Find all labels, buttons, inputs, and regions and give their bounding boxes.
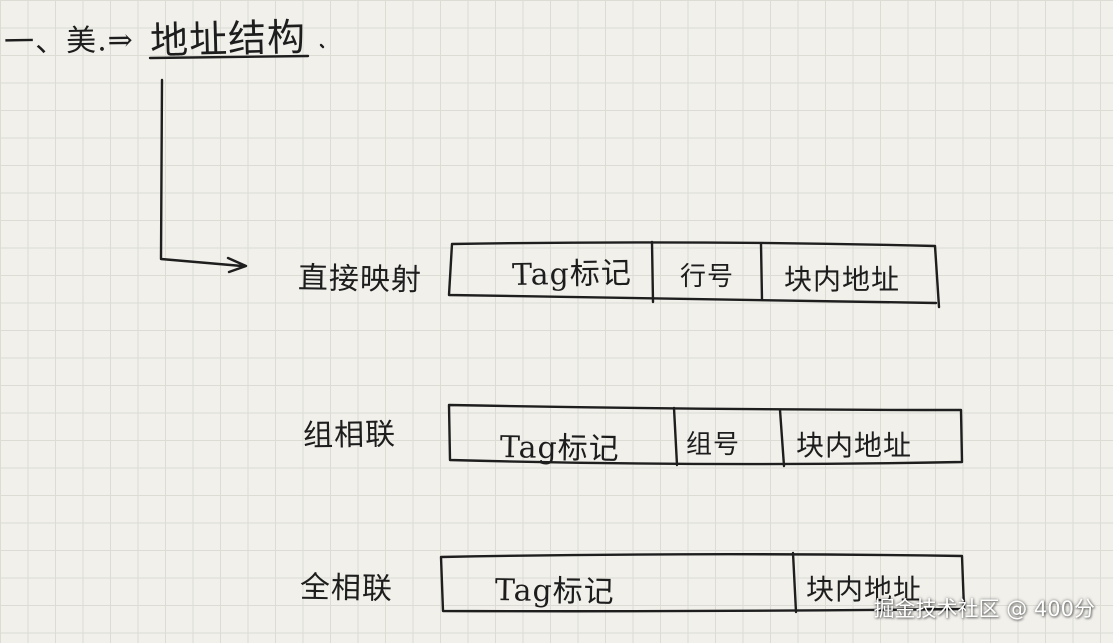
row2-box xyxy=(447,403,964,466)
title-underline xyxy=(148,54,310,60)
title-group: 一、美.⇒ 地址结构 xyxy=(0,4,340,64)
row-label-fully-associative: 全相联 xyxy=(299,570,394,607)
field-block-offset: 块内地址 xyxy=(796,429,913,462)
field-block-offset: 块内地址 xyxy=(806,573,923,606)
field-tag: Tag标记 xyxy=(511,255,633,293)
title-trailing-dot xyxy=(319,43,325,49)
row2-divider-2 xyxy=(778,408,786,468)
field-tag: Tag标记 xyxy=(499,430,621,468)
field-line-number: 行号 xyxy=(680,262,735,292)
row2-divider-1 xyxy=(672,406,679,467)
row3-divider-1 xyxy=(791,551,798,614)
watermark: 掘金技术社区 @ 400分 xyxy=(873,597,1095,621)
row-label-set-associative: 组相联 xyxy=(302,417,397,454)
row1-divider-1 xyxy=(650,240,655,304)
page-title: 地址结构 xyxy=(149,14,307,64)
connector-line xyxy=(159,78,244,268)
title-prefix: 一、美.⇒ xyxy=(3,22,135,61)
row1-box xyxy=(447,241,941,309)
connector-arrowhead xyxy=(226,256,248,274)
field-block-offset: 块内地址 xyxy=(784,263,901,296)
row1-divider-2 xyxy=(759,242,764,302)
field-set-number: 组号 xyxy=(686,430,741,460)
field-tag: Tag标记 xyxy=(494,573,616,611)
row3-box xyxy=(439,553,966,613)
row-label-direct-mapped: 直接映射 xyxy=(297,260,423,299)
